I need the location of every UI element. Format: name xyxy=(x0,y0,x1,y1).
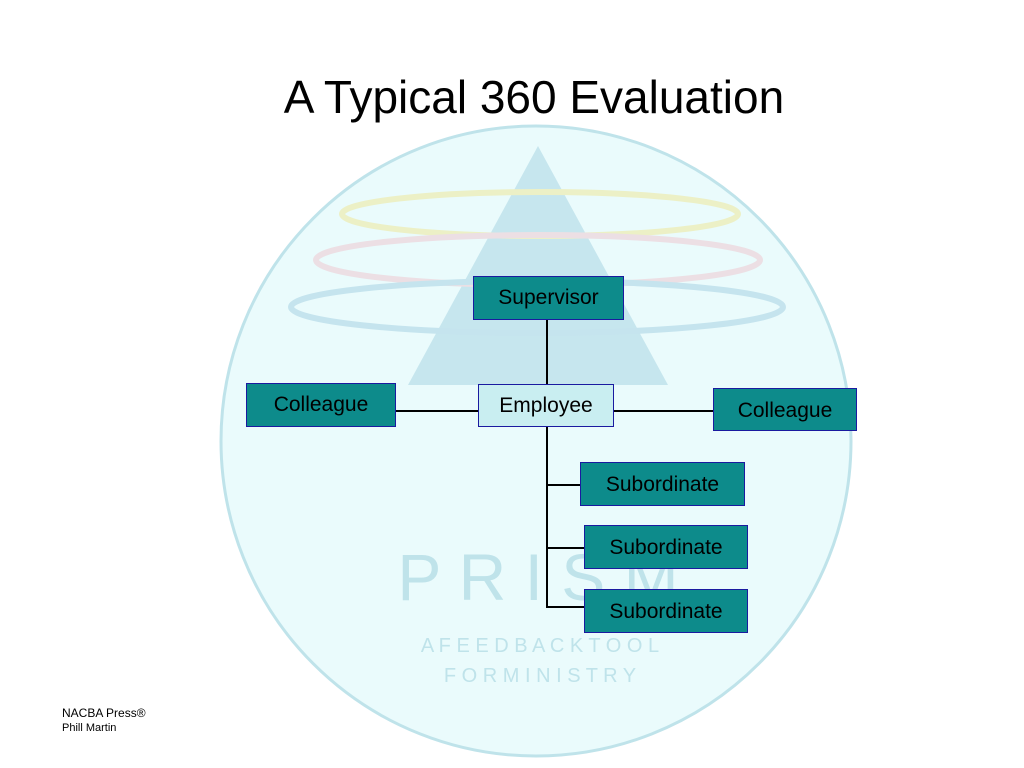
employee-node: Employee xyxy=(478,384,614,427)
connector-subordinate-2 xyxy=(546,547,584,549)
connector-right-colleague xyxy=(614,410,714,412)
colleague-right-node: Colleague xyxy=(713,388,857,431)
colleague-left-node: Colleague xyxy=(246,383,396,427)
subordinate-node-2: Subordinate xyxy=(584,525,748,569)
connector-left-colleague xyxy=(396,410,478,412)
connector-subordinates-trunk xyxy=(546,427,548,607)
pyramid-shape xyxy=(408,146,668,385)
connector-supervisor xyxy=(546,319,548,384)
subordinate-node-1: Subordinate xyxy=(580,462,745,506)
supervisor-node: Supervisor xyxy=(473,276,624,320)
footer-publisher: NACBA Press® xyxy=(62,706,146,720)
subordinate-node-3: Subordinate xyxy=(584,589,748,633)
logo-tagline-1: A F E E D B A C K T O O L xyxy=(421,635,659,657)
footer-author: Phill Martin xyxy=(62,722,117,734)
slide-title: A Typical 360 Evaluation xyxy=(283,71,785,123)
connector-subordinate-1 xyxy=(546,484,580,486)
connector-subordinate-3 xyxy=(546,606,584,608)
footer-credit: NACBA Press® Phill Martin xyxy=(62,706,146,736)
logo-tagline-2: F O R M I N I S T R Y xyxy=(444,665,636,687)
